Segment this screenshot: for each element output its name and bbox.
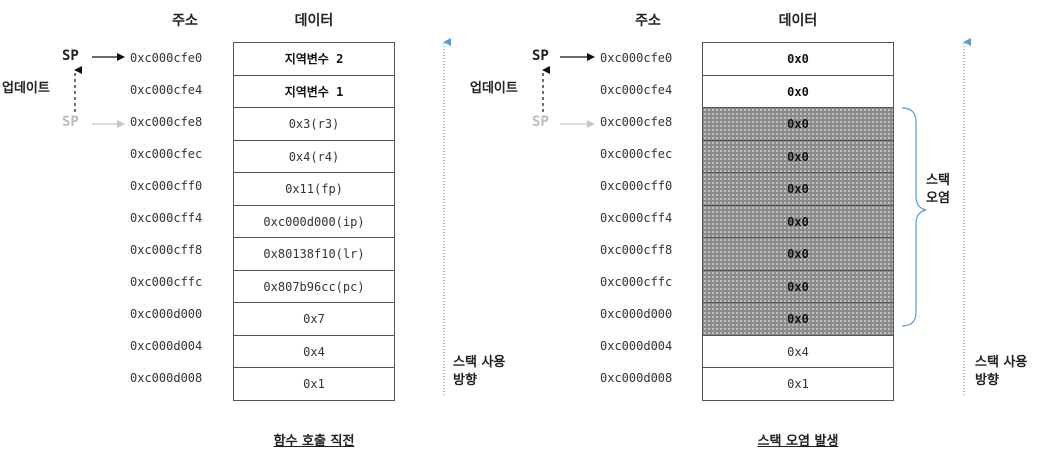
address-label: 0xc000d008 xyxy=(600,371,673,385)
stack-cell: 0x4 xyxy=(234,336,394,368)
address-label: 0xc000cfec xyxy=(600,147,673,161)
address-label: 0xc000d008 xyxy=(130,371,203,385)
stack-cell: 0x4(r4) xyxy=(234,141,394,173)
corrupted-stack-cell: 0x0 xyxy=(703,303,893,336)
update-label: 업데이트 xyxy=(2,81,50,96)
left-caption: 함수 호출 직전 xyxy=(273,434,355,449)
address-label: 0xc000cffc xyxy=(600,275,673,289)
right-address-column: 0xc000cfe0 0xc000cfe4 0xc000cfe8 0xc000c… xyxy=(600,42,700,394)
address-label: 0xc000cfe8 xyxy=(600,115,673,129)
sp-pointer-label: SP xyxy=(532,48,549,64)
address-label: 0xc000d004 xyxy=(600,339,673,353)
stack-cell: 0x0 xyxy=(703,43,893,76)
stack-cell: 0x0 xyxy=(703,76,893,108)
stack-cell: 0x11(fp) xyxy=(234,173,394,206)
data-header: 데이터 xyxy=(778,13,818,29)
right-caption: 스택 오염 발생 xyxy=(757,434,839,449)
corrupted-stack-cell: 0x0 xyxy=(703,238,893,271)
address-label: 0xc000cff8 xyxy=(130,243,203,257)
direction-label-line2: 방향 xyxy=(453,373,477,388)
address-label: 0xc000cff4 xyxy=(130,211,203,225)
stack-cell: 0x807b96cc(pc) xyxy=(234,271,394,303)
corruption-label-line1: 스택 xyxy=(926,173,950,188)
address-label: 0xc000cfe4 xyxy=(130,83,203,97)
update-label: 업데이트 xyxy=(470,81,518,96)
corrupted-stack-cell: 0x0 xyxy=(703,173,893,206)
corrupted-stack-cell: 0x0 xyxy=(703,270,893,303)
data-header: 데이터 xyxy=(294,13,334,29)
corrupted-stack-cell: 0x0 xyxy=(703,140,893,173)
stack-cell: 0x7 xyxy=(234,303,394,336)
corrupted-stack-cell: 0x0 xyxy=(703,205,893,238)
right-stack-table: 0x0 0x0 0x0 0x0 0x0 0x0 0x0 0x0 0x0 0x4 … xyxy=(702,42,894,401)
direction-label-line1: 스택 사용 xyxy=(453,355,506,370)
stack-cell: 0xc000d000(ip) xyxy=(234,206,394,238)
address-header: 주소 xyxy=(635,13,661,29)
address-header: 주소 xyxy=(172,13,198,29)
address-label: 0xc000d004 xyxy=(130,339,203,353)
left-address-column: 0xc000cfe0 0xc000cfe4 0xc000cfe8 0xc000c… xyxy=(130,42,230,394)
stack-cell: 0x3(r3) xyxy=(234,108,394,141)
address-label: 0xc000cfe8 xyxy=(130,115,203,129)
direction-label-line1: 스택 사용 xyxy=(975,355,1028,370)
address-label: 0xc000d000 xyxy=(130,307,203,321)
address-label: 0xc000cfe0 xyxy=(600,51,673,65)
sp-pointer-label: SP xyxy=(62,48,79,64)
sp-previous-label: SP xyxy=(532,114,549,130)
address-label: 0xc000cfec xyxy=(130,147,203,161)
corruption-label-line2: 오염 xyxy=(926,191,950,206)
stack-cell: 0x1 xyxy=(303,377,325,391)
stack-cell: 지역변수 1 xyxy=(234,76,394,108)
stack-cell: 지역변수 2 xyxy=(234,43,394,76)
address-label: 0xc000cfe4 xyxy=(600,83,673,97)
address-label: 0xc000cfe0 xyxy=(130,51,203,65)
stack-cell: 0x1 xyxy=(787,377,809,391)
address-label: 0xc000cff8 xyxy=(600,243,673,257)
stack-cell: 0x80138f10(lr) xyxy=(234,238,394,271)
sp-previous-label: SP xyxy=(62,114,79,130)
address-label: 0xc000d000 xyxy=(600,307,673,321)
direction-label-line2: 방향 xyxy=(975,373,999,388)
corrupted-stack-cell: 0x0 xyxy=(703,108,893,141)
address-label: 0xc000cff4 xyxy=(600,211,673,225)
left-stack-table: 지역변수 2 지역변수 1 0x3(r3) 0x4(r4) 0x11(fp) 0… xyxy=(233,42,395,401)
address-label: 0xc000cffc xyxy=(130,275,203,289)
address-label: 0xc000cff0 xyxy=(600,179,673,193)
corruption-brace xyxy=(901,107,927,327)
address-label: 0xc000cff0 xyxy=(130,179,203,193)
stack-cell: 0x4 xyxy=(703,336,893,368)
